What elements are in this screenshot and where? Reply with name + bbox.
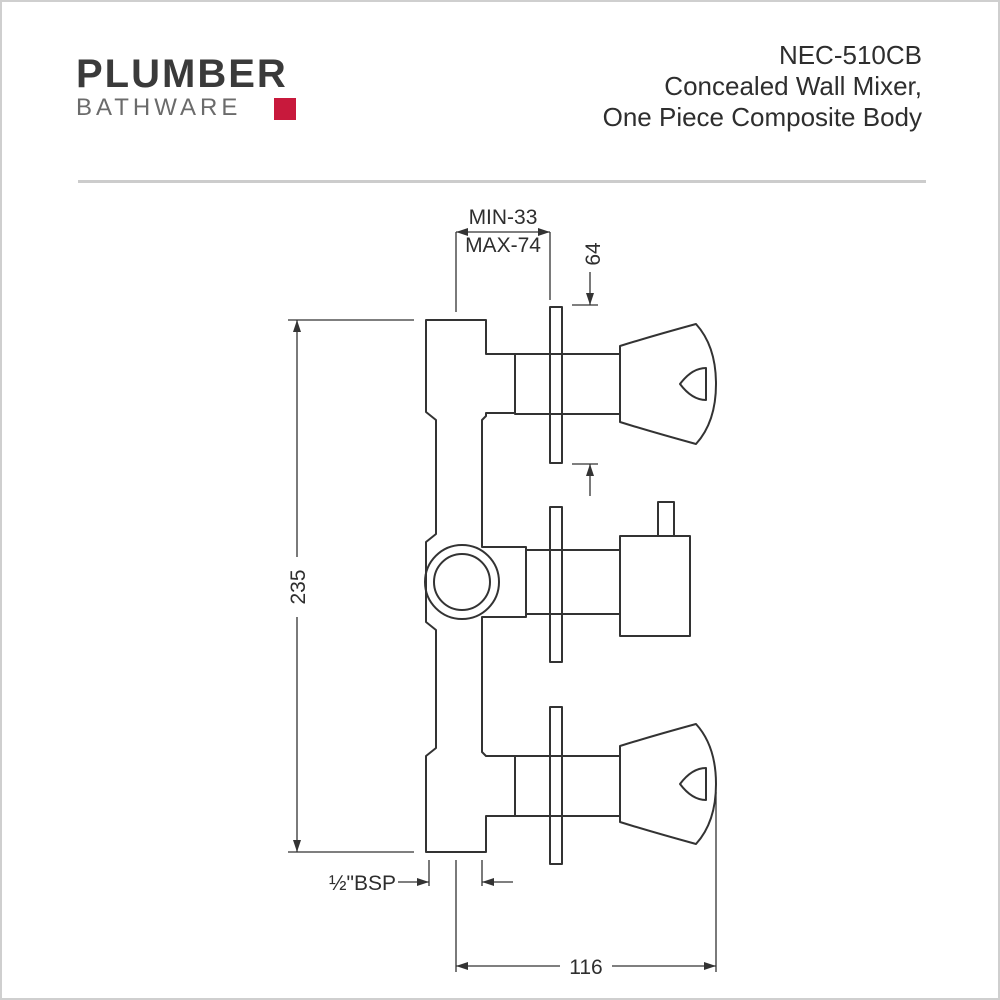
diverter-knob	[619, 535, 691, 637]
middle-flange	[549, 506, 563, 663]
flange-gap-dimension: 64	[572, 242, 605, 496]
product-code: NEC-510CB	[778, 40, 922, 70]
height-dimension: 235	[287, 319, 414, 853]
diverter-lever	[657, 501, 675, 537]
inlet-dimension: ½"BSP	[329, 860, 513, 895]
bottom-flange	[549, 706, 563, 865]
bottom-handle	[619, 723, 717, 845]
brand-logo: PLUMBER BATHWARE	[76, 52, 336, 124]
flange-gap-label: 64	[582, 242, 605, 266]
top-handle-indicator	[679, 367, 707, 401]
product-name-line-2: One Piece Composite Body	[602, 102, 922, 132]
depth-max-label: MAX-74	[465, 234, 541, 257]
top-spindle	[514, 353, 621, 415]
top-handle	[619, 323, 717, 445]
height-label: 235	[287, 569, 310, 604]
diverter-outlet	[433, 553, 491, 611]
overall-depth-dimension: 116	[455, 792, 717, 979]
overall-depth-label: 116	[569, 956, 602, 979]
top-flange	[549, 306, 563, 464]
middle-spindle	[525, 549, 621, 615]
inlet-label: ½"BSP	[329, 872, 396, 895]
product-name-line-1: Concealed Wall Mixer,	[664, 71, 922, 101]
product-title-block: NEC-510CB Concealed Wall Mixer, One Piec…	[442, 40, 922, 133]
diverter-outlet-ring	[424, 544, 500, 620]
bottom-spindle	[514, 755, 621, 817]
bottom-handle-indicator	[679, 767, 707, 801]
depth-min-label: MIN-33	[469, 206, 538, 229]
header-divider	[78, 180, 926, 183]
logo-name-top: PLUMBER	[76, 52, 288, 96]
mixer-body	[425, 319, 527, 853]
logo-name-bottom: BATHWARE	[76, 94, 242, 121]
square-mark-icon	[274, 98, 296, 120]
depth-dimension: MIN-33 MAX-74	[455, 206, 551, 312]
